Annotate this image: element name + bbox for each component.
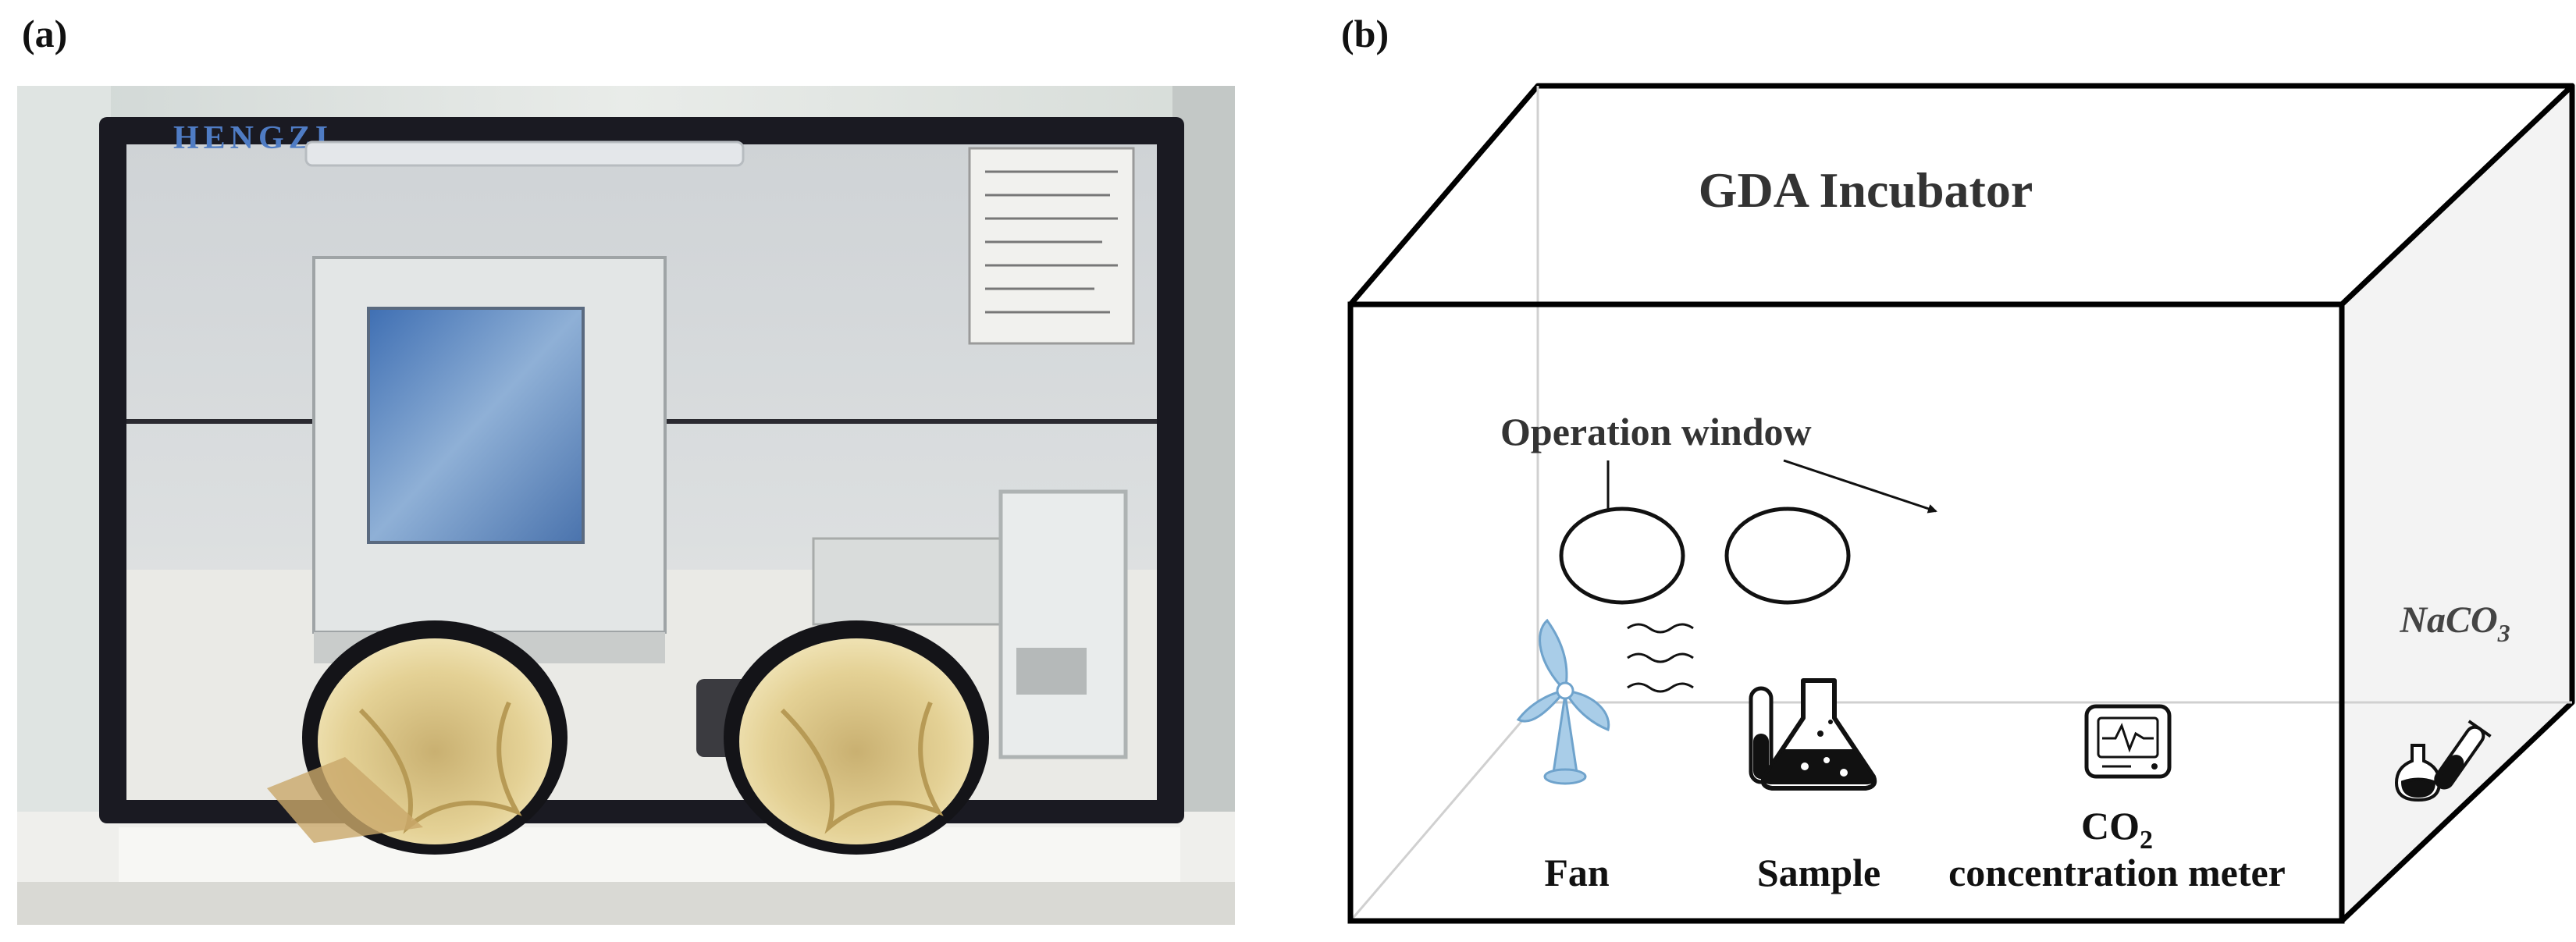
- diagram-title: GDA Incubator: [1699, 162, 2033, 218]
- panel-a-label: (a): [22, 12, 68, 55]
- box-front-face: [1347, 301, 2345, 924]
- incubator-diagram: GDA Incubator Operation window Fan Sampl…: [1347, 83, 2575, 924]
- brand-text: HENGZI: [173, 120, 333, 156]
- co2-label: CO2: [2081, 804, 2153, 855]
- incubator-photo: HENGZI: [17, 86, 1235, 925]
- co2-label-sub: 2: [2140, 826, 2153, 855]
- operation-window-left: [1559, 507, 1685, 605]
- co2-label-main: CO: [2081, 804, 2140, 848]
- monitor-icon: [2084, 704, 2172, 779]
- operation-window-label: Operation window: [1500, 410, 1812, 453]
- co2-label-line2: concentration meter: [1948, 851, 2286, 894]
- naco3-label-main: NaCO: [2399, 599, 2497, 641]
- fan-label: Fan: [1544, 851, 1610, 894]
- fan-icon: [1516, 618, 1610, 785]
- sample-label: Sample: [1757, 851, 1880, 894]
- operation-window-arrow-right: [1783, 459, 1937, 514]
- chemistry-icon: [2394, 720, 2492, 802]
- hidden-edge: [1349, 702, 1539, 922]
- flask-icon: [1760, 678, 1877, 791]
- naco3-label-sub: 3: [2497, 619, 2510, 647]
- naco3-label: NaCO3: [2399, 599, 2510, 647]
- operation-window-right: [1724, 507, 1851, 605]
- air-flow-icon: [1627, 623, 1694, 693]
- panel-b-label: (b): [1341, 12, 1389, 55]
